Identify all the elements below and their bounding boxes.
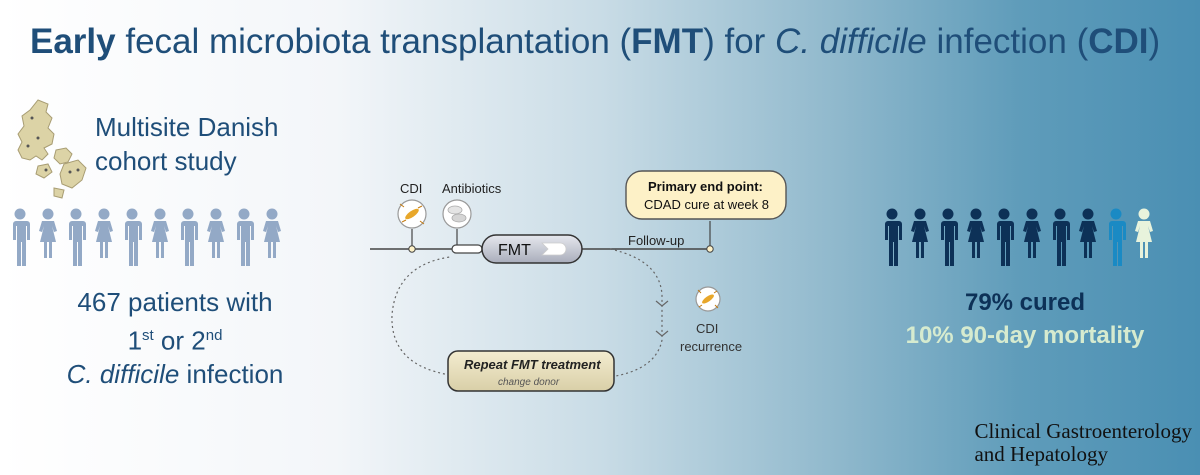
outcome-stats: 79% cured 10% 90-day mortality [860, 286, 1190, 352]
title-cdi: CDI [1088, 22, 1149, 61]
stats-text: infection [179, 358, 284, 389]
woman-icon [1023, 208, 1041, 258]
title-segment: infection ( [926, 22, 1089, 61]
recurrence-label-1: CDI [696, 321, 718, 336]
man-icon [69, 208, 86, 266]
fmt-pill [481, 234, 583, 264]
primary-endpoint-box [625, 170, 787, 220]
fmt-label: FMT [498, 242, 531, 259]
cured-stat: 79% cured [964, 289, 1086, 316]
title-segment: ) [1148, 22, 1161, 61]
man-icon [1053, 208, 1070, 266]
stats-text: 1 [127, 325, 143, 356]
man-icon [125, 208, 142, 266]
man-icon [941, 208, 958, 266]
repeat-fmt-box [447, 350, 615, 392]
stats-sup: st [142, 327, 154, 344]
man-icon [181, 208, 198, 266]
journal-logo: Clinical Gastroenterology and Hepatology [974, 420, 1192, 466]
man-icon [13, 208, 30, 266]
study-line: cohort study [95, 146, 237, 176]
followup-label: Follow-up [628, 233, 684, 248]
woman-icon [151, 208, 169, 258]
repeat-sub: change donor [498, 377, 560, 388]
stats-line: C. difficile infection [30, 358, 320, 391]
title-early: Early [30, 22, 116, 61]
denmark-map-icon [17, 99, 87, 199]
study-line: Multisite Danish [95, 112, 279, 142]
man-icon [885, 208, 902, 266]
woman-icon [1079, 208, 1097, 258]
man-icon [997, 208, 1014, 266]
stats-italic: C. difficile [66, 358, 180, 389]
outcome-icon-row [885, 208, 1153, 266]
woman-icon [39, 208, 57, 258]
mortality-stat: 10% 90-day mortality [905, 322, 1145, 349]
title-segment: fecal microbiota transplantation ( [115, 22, 632, 61]
woman-icon [967, 208, 985, 258]
journal-line: Clinical Gastroenterology [974, 419, 1192, 443]
recurrence-label-2: recurrence [680, 339, 742, 354]
repeat-title: Repeat FMT treatment [464, 357, 601, 372]
patients-icon-row [13, 208, 281, 266]
patient-stats: 467 patients with 1st or 2nd C. difficil… [30, 286, 320, 391]
antibiotic-duration-bar [451, 244, 483, 254]
study-description: Multisite Danish cohort study [95, 110, 279, 178]
antibiotics-label: Antibiotics [442, 181, 502, 196]
man-icon [1109, 208, 1126, 266]
woman-icon [1135, 208, 1153, 258]
stats-sup: nd [205, 327, 223, 344]
stats-line: 1st or 2nd [30, 319, 320, 358]
woman-icon [207, 208, 225, 258]
woman-icon [911, 208, 929, 258]
recurrence-loop [609, 248, 663, 378]
journal-line: and Hepatology [974, 442, 1109, 466]
return-loop [391, 256, 451, 376]
title-cdifficile: C. difficile [775, 22, 927, 61]
page-title: Early fecal microbiota transplantation (… [30, 22, 1190, 62]
man-icon [237, 208, 254, 266]
cdi-label: CDI [400, 181, 422, 196]
endpoint-title: Primary end point: [648, 179, 763, 194]
treatment-flow-diagram: CDI Antibiotics FMT Follow-up Primary en… [370, 170, 787, 392]
endpoint-sub: CDAD cure at week 8 [644, 197, 769, 212]
stats-text: or 2 [153, 325, 206, 356]
capsule-icon [541, 242, 567, 256]
title-segment: ) for [703, 22, 776, 61]
woman-icon [95, 208, 113, 258]
woman-icon [263, 208, 281, 258]
title-fmt: FMT [631, 22, 704, 61]
stats-line: 467 patients with [77, 287, 273, 317]
